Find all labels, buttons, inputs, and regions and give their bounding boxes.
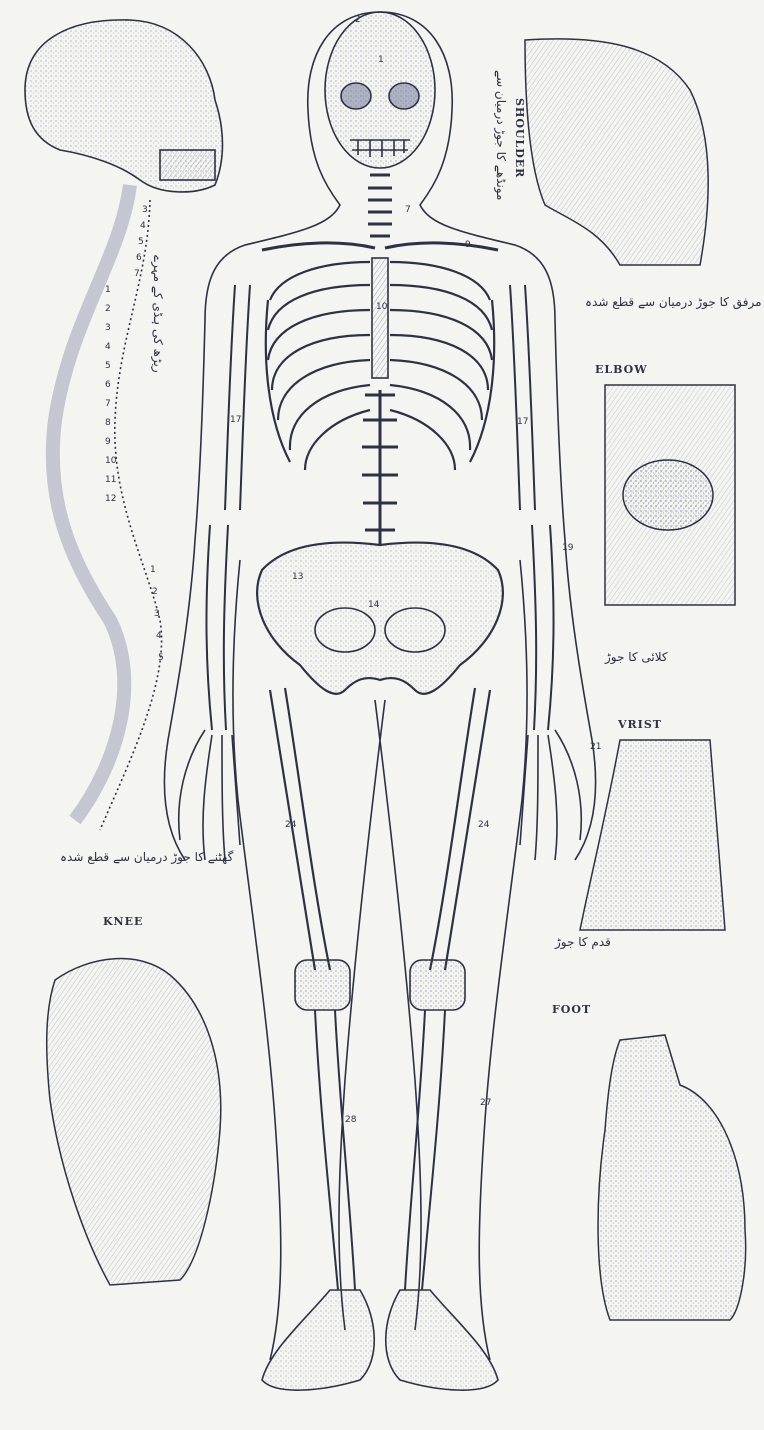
num-skull: 1	[378, 55, 384, 65]
cervical-spine	[368, 175, 392, 236]
vertebra-number: 6	[136, 253, 142, 263]
knee-label: KNEE	[103, 915, 143, 928]
hand-right	[520, 730, 581, 860]
wrist-caption: کلائی کا جوڑ	[605, 650, 668, 664]
num-skull-top: 2	[355, 15, 361, 25]
tibia-left	[315, 1010, 355, 1290]
num-hand: 21	[590, 742, 601, 752]
elbow-label: ELBOW	[595, 363, 648, 376]
vertebra-number: 3	[105, 323, 111, 333]
vertebra-number: 12	[105, 494, 116, 504]
vertebra-number: 4	[156, 631, 162, 641]
vertebra-number: 3	[142, 205, 148, 215]
orbit-left	[341, 83, 371, 109]
foot-inset	[598, 1035, 746, 1320]
humerus-left	[225, 285, 250, 510]
main-skeleton	[164, 12, 595, 1390]
vertebra-number: 3	[154, 609, 160, 619]
elbow-caption: مرفق کا جوڑ درمیان سے قطع شدہ	[585, 295, 762, 309]
wrist-label: VRIST	[618, 718, 662, 731]
vertebra-number: 8	[105, 418, 111, 428]
num-tibia-l: 28	[345, 1115, 356, 1125]
knee-inset	[47, 959, 221, 1285]
num-femur-r: 24	[478, 820, 489, 830]
vertebra-number: 2	[152, 587, 158, 597]
knee-caption: گھٹنے کا جوڑ درمیان سے قطع شدہ	[60, 850, 233, 864]
vertebra-number: 4	[105, 342, 111, 352]
lateral-spine-figure	[25, 20, 223, 830]
vertebra-number: 2	[105, 304, 111, 314]
sternum	[372, 258, 388, 378]
shoulder-label: SHOULDER	[513, 98, 526, 178]
clavicles	[262, 243, 498, 250]
hand-left	[179, 730, 240, 860]
skull-front	[325, 12, 435, 168]
vertebra-number: 9	[105, 437, 111, 447]
vertebra-number: 5	[138, 237, 144, 247]
spine-caption: ریڑھ کی ہڈی کے مہرے	[151, 255, 165, 373]
shoulder-caption: مونڈھے کا جوڑ درمیان سے	[494, 70, 508, 200]
knee-cap-left	[295, 960, 350, 1010]
pelvis	[257, 543, 503, 694]
elbow-joint	[623, 460, 713, 530]
vertebra-number: 10	[105, 456, 116, 466]
num-sacrum: 14	[368, 600, 379, 610]
vertebra-number: 4	[140, 221, 146, 231]
vertebra-number: 7	[105, 399, 111, 409]
vertebra-number: 6	[105, 380, 111, 390]
shoulder-inset	[525, 39, 708, 265]
vertebra-number: 5	[105, 361, 111, 371]
humerus-right	[510, 285, 535, 510]
jaw-teeth	[160, 150, 215, 180]
foot-caption: قدم کا جوڑ	[555, 935, 611, 949]
vertebra-number: 5	[158, 653, 164, 663]
forearm-left	[206, 525, 228, 730]
num-pelvis: 13	[292, 572, 303, 582]
foot-label: FOOT	[552, 1003, 591, 1016]
knee-cap-right	[410, 960, 465, 1010]
tibia-right	[405, 1010, 445, 1290]
num-clavicle: 9	[465, 240, 471, 250]
orbit-right	[389, 83, 419, 109]
vertebra-number: 1	[150, 565, 156, 575]
wrist-inset	[580, 740, 725, 930]
num-sternum: 10	[376, 302, 387, 312]
vertebra-number: 1	[105, 285, 111, 295]
forearm-right	[532, 525, 554, 730]
num-humerus-r: 17	[517, 417, 528, 427]
lumbar-spine	[362, 390, 398, 545]
spine-curve	[53, 185, 130, 820]
num-neck: 7	[405, 205, 411, 215]
num-radius: 19	[562, 543, 573, 553]
body-outline	[164, 12, 595, 1360]
femur-left	[270, 688, 330, 970]
vertebra-number: 11	[105, 475, 116, 485]
num-tibia-r: 27	[480, 1098, 491, 1108]
num-femur-l: 24	[285, 820, 296, 830]
num-humerus-l: 17	[230, 415, 241, 425]
vertebra-number: 7	[134, 269, 140, 279]
